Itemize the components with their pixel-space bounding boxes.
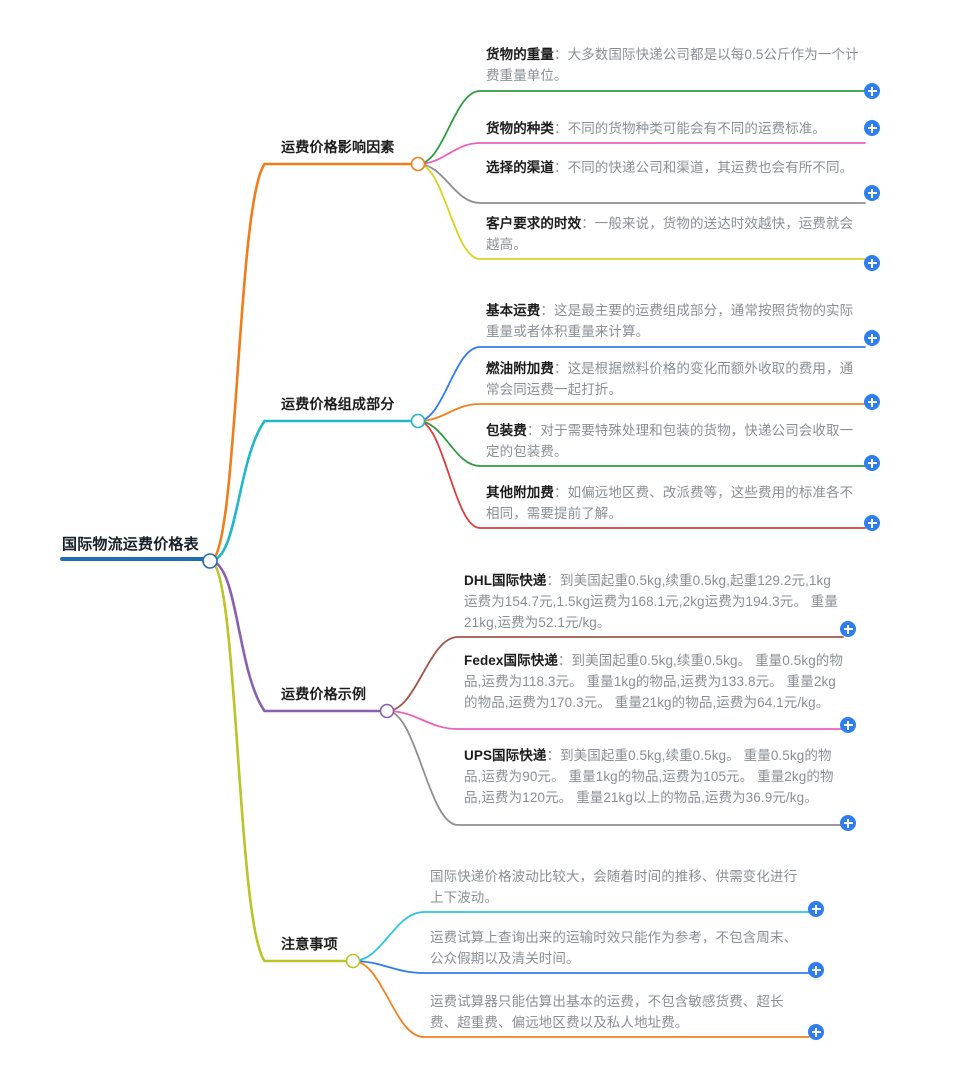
leaf-node-2-2[interactable]: UPS国际快递：到美国起重0.5kg,续重0.5kg。 重量0.5kg的物品,运… — [464, 745, 843, 808]
expand-plus-icon[interactable] — [864, 120, 880, 136]
leaf-label: 国际快递价格波动比较大，会随着时间的推移、供需变化进行上下波动。 — [430, 869, 798, 905]
leaf-node-2-1[interactable]: Fedex国际快递：到美国起重0.5kg,续重0.5kg。 重量0.5kg的物品… — [464, 650, 843, 713]
leaf-label: 其他附加费：如偏远地区费、改派费等，这些费用的标准各不相同，需要提前了解。 — [486, 485, 854, 521]
root-node-dot[interactable] — [202, 553, 218, 569]
expand-plus-icon[interactable] — [808, 962, 824, 978]
expand-plus-icon[interactable] — [864, 330, 880, 346]
expand-plus-icon[interactable] — [864, 394, 880, 410]
branch-node-dot-0[interactable] — [410, 156, 426, 172]
branch-node-dot-1[interactable] — [410, 413, 426, 429]
leaf-label: 客户要求的时效：一般来说，货物的送达时效越快，运费就会越高。 — [486, 216, 854, 252]
branch-node-dot-3[interactable] — [345, 953, 361, 969]
branch-node-1[interactable]: 运费价格组成部分 — [281, 395, 415, 414]
branch-node-dot-2[interactable] — [379, 703, 395, 719]
branch-node-3[interactable]: 注意事项 — [281, 935, 350, 954]
expand-plus-icon[interactable] — [864, 455, 880, 471]
leaf-node-3-2[interactable]: 运费试算器只能估算出基本的运费，不包含敏感货费、超长费、超重费、偏远地区费以及私… — [430, 991, 809, 1033]
connector-line — [417, 403, 866, 422]
expand-plus-icon[interactable] — [840, 815, 856, 831]
connector-line — [352, 960, 810, 974]
expand-plus-icon[interactable] — [840, 621, 856, 637]
branch-label: 运费价格示例 — [281, 686, 367, 702]
connector-line — [208, 559, 355, 963]
expand-plus-icon[interactable] — [808, 1024, 824, 1040]
branch-node-2[interactable]: 运费价格示例 — [281, 685, 384, 704]
expand-plus-icon[interactable] — [808, 901, 824, 917]
expand-plus-icon[interactable] — [840, 717, 856, 733]
connector-line — [417, 163, 866, 260]
expand-plus-icon[interactable] — [864, 255, 880, 271]
connector-line — [417, 90, 866, 165]
leaf-node-2-0[interactable]: DHL国际快递：到美国起重0.5kg,续重0.5kg,起重129.2元,1kg运… — [464, 570, 843, 633]
connector-line — [417, 163, 866, 204]
leaf-label: 运费试算器只能估算出基本的运费，不包含敏感货费、超长费、超重费、偏远地区费以及私… — [430, 994, 784, 1030]
mindmap-nodes — [202, 156, 426, 969]
mindmap-edges — [60, 90, 866, 1038]
connector-line — [208, 162, 420, 563]
leaf-node-3-1[interactable]: 运费试算上查询出来的运输时效只能作为参考，不包含周末、公众假期以及清关时间。 — [430, 927, 809, 969]
leaf-label: 货物的重量：大多数国际快递公司都是以每0.5公斤作为一个计费重量单位。 — [486, 47, 859, 83]
leaf-node-0-3[interactable]: 客户要求的时效：一般来说，货物的送达时效越快，运费就会越高。 — [486, 213, 865, 255]
connector-line — [208, 419, 420, 563]
leaf-label: 运费试算上查询出来的运输时效只能作为参考，不包含周末、公众假期以及清关时间。 — [430, 930, 798, 966]
connector-line — [352, 911, 810, 962]
root-label: 国际物流运费价格表 — [62, 536, 199, 553]
expand-plus-icon[interactable] — [864, 83, 880, 99]
connector-line — [417, 142, 866, 165]
connector-line — [386, 710, 844, 826]
leaf-label: 包装费：对于需要特殊处理和包装的货物，快递公司会收取一定的包装费。 — [486, 423, 854, 459]
leaf-node-3-0[interactable]: 国际快递价格波动比较大，会随着时间的推移、供需变化进行上下波动。 — [430, 866, 809, 908]
leaf-node-0-2[interactable]: 选择的渠道：不同的快递公司和渠道，其运费也会有所不同。 — [486, 157, 865, 178]
connector-line — [417, 420, 866, 529]
branch-label: 注意事项 — [281, 936, 338, 952]
branch-label: 运费价格组成部分 — [281, 396, 395, 412]
leaf-label: Fedex国际快递：到美国起重0.5kg,续重0.5kg。 重量0.5kg的物品… — [464, 653, 843, 710]
expand-plus-icon[interactable] — [864, 185, 880, 201]
connector-line — [386, 710, 844, 730]
expand-plus-icon[interactable] — [864, 515, 880, 531]
leaf-node-1-0[interactable]: 基本运费：这是最主要的运费组成部分，通常按照货物的实际重量或者体积重量来计算。 — [486, 300, 865, 342]
root-node[interactable]: 国际物流运费价格表 — [62, 535, 207, 555]
leaf-node-1-2[interactable]: 包装费：对于需要特殊处理和包装的货物，快递公司会收取一定的包装费。 — [486, 420, 865, 462]
leaf-node-0-1[interactable]: 货物的种类：不同的货物种类可能会有不同的运费标准。 — [486, 118, 865, 139]
leaf-label: 选择的渠道：不同的快递公司和渠道，其运费也会有所不同。 — [486, 160, 854, 175]
branch-node-0[interactable]: 运费价格影响因素 — [281, 138, 415, 157]
branch-label: 运费价格影响因素 — [281, 139, 395, 155]
connector-line — [386, 636, 844, 712]
connector-line — [417, 346, 866, 422]
connector-line — [208, 559, 389, 713]
leaf-label: DHL国际快递：到美国起重0.5kg,续重0.5kg,起重129.2元,1kg运… — [464, 573, 838, 630]
leaf-node-1-1[interactable]: 燃油附加费：这是根据燃料价格的变化而额外收取的费用，通常会同运费一起打折。 — [486, 358, 865, 400]
leaf-node-1-3[interactable]: 其他附加费：如偏远地区费、改派费等，这些费用的标准各不相同，需要提前了解。 — [486, 482, 865, 524]
connector-line — [417, 420, 866, 467]
leaf-node-0-0[interactable]: 货物的重量：大多数国际快递公司都是以每0.5公斤作为一个计费重量单位。 — [486, 44, 865, 86]
leaf-label: UPS国际快递：到美国起重0.5kg,续重0.5kg。 重量0.5kg的物品,运… — [464, 748, 834, 805]
leaf-label: 基本运费：这是最主要的运费组成部分，通常按照货物的实际重量或者体积重量来计算。 — [486, 303, 854, 339]
leaf-label: 货物的种类：不同的货物种类可能会有不同的运费标准。 — [486, 121, 826, 136]
leaf-label: 燃油附加费：这是根据燃料价格的变化而额外收取的费用，通常会同运费一起打折。 — [486, 361, 854, 397]
connector-line — [352, 960, 810, 1038]
